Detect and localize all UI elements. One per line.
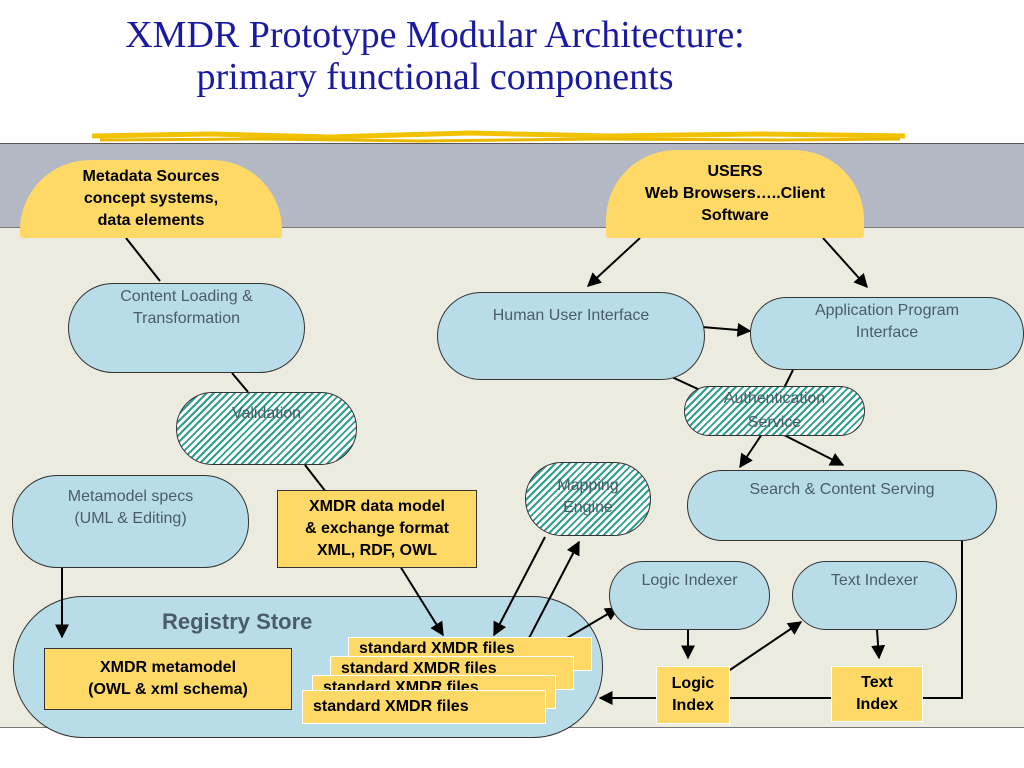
metamodel-specs-line1: Metamodel specs	[67, 488, 194, 505]
text-indexer-node: Text Indexer	[792, 561, 957, 630]
link-auth-search-right	[781, 433, 845, 466]
logic-index-box: Logic Index	[656, 666, 730, 724]
registry-store-title: Registry Store	[162, 609, 313, 634]
mapping-engine-line1: Mapping	[557, 477, 619, 494]
metadata-sources-line2: concept systems,	[83, 190, 219, 207]
xmdr-data-model-box: XMDR data model & exchange format XML, R…	[277, 490, 477, 568]
link-users-api	[822, 237, 868, 289]
content-loading-line2: Transformation	[133, 310, 240, 327]
standard-files-doc-1: standard XMDR files	[302, 690, 546, 724]
link-textindexer-textindex	[871, 629, 886, 660]
users-line3: Software	[701, 207, 769, 224]
metamodel-specs-node: Metamodel specs (UML & Editing)	[12, 475, 249, 568]
api-line1: Application Program	[814, 302, 960, 319]
users-box: USERS Web Browsers…..Client Software	[606, 150, 864, 238]
content-loading-line1: Content Loading &	[120, 288, 253, 305]
authentication-line2: Service	[747, 414, 802, 431]
text-indexer-label: Text Indexer	[830, 572, 919, 589]
logic-indexer-label: Logic Indexer	[641, 572, 738, 589]
link-logicindex-textindexer	[717, 621, 803, 679]
text-index-box: Text Index	[831, 666, 923, 722]
title-line-2: primary functional components	[196, 56, 674, 98]
metadata-sources-line1: Metadata Sources	[82, 168, 220, 185]
data-model-line1: XMDR data model	[308, 498, 445, 515]
link-datamodel-files	[399, 565, 444, 637]
link-users-hui	[586, 237, 641, 287]
validation-label: Validation	[231, 405, 302, 422]
users-line1: USERS	[707, 163, 763, 180]
logic-index-line1: Logic	[671, 675, 715, 692]
xmdr-metamodel-line1: XMDR metamodel	[99, 659, 237, 676]
title-line-1: XMDR Prototype Modular Architecture:	[125, 14, 745, 56]
mapping-engine-node: Mapping Engine	[525, 462, 651, 536]
title-underline	[91, 130, 906, 143]
data-model-line3: XML, RDF, OWL	[317, 542, 437, 559]
text-index-line2: Index	[856, 696, 898, 713]
authentication-service-node: Authentication Service	[684, 386, 865, 436]
link-api-auth	[783, 369, 794, 389]
logic-index-line2: Index	[672, 697, 714, 714]
metadata-sources-box: Metadata Sources concept systems, data e…	[20, 160, 282, 238]
human-user-interface-node: Human User Interface	[437, 292, 705, 380]
search-serving-label: Search & Content Serving	[749, 481, 935, 498]
xmdr-metamodel-box: XMDR metamodel (OWL & xml schema)	[44, 648, 292, 710]
data-model-line2: & exchange format	[304, 520, 450, 537]
application-program-interface-node: Application Program Interface	[750, 297, 1024, 370]
authentication-line1: Authentication	[723, 390, 826, 407]
logic-indexer-node: Logic Indexer	[609, 561, 770, 630]
link-sources-loading	[125, 237, 161, 282]
search-content-serving-node: Search & Content Serving	[687, 470, 997, 541]
link-auth-search-left	[739, 433, 763, 469]
xmdr-metamodel-line2: (OWL & xml schema)	[88, 681, 248, 698]
text-index-line1: Text	[861, 674, 893, 691]
link-mapping-files	[493, 536, 546, 637]
api-line2: Interface	[855, 324, 919, 341]
content-loading-node: Content Loading & Transformation	[68, 283, 305, 373]
page-title: XMDR Prototype Modular Architecture: pri…	[0, 14, 870, 98]
link-validation-datamodel	[304, 464, 327, 493]
users-line2: Web Browsers…..Client	[644, 185, 826, 202]
metadata-sources-line3: data elements	[97, 212, 205, 229]
mapping-engine-line2: Engine	[563, 499, 613, 516]
link-loading-validation	[231, 372, 249, 393]
human-user-interface-label: Human User Interface	[492, 307, 650, 324]
metamodel-specs-line2: (UML & Editing)	[74, 510, 187, 527]
link-files-mapping	[527, 540, 580, 641]
validation-node: Validation	[176, 392, 357, 465]
